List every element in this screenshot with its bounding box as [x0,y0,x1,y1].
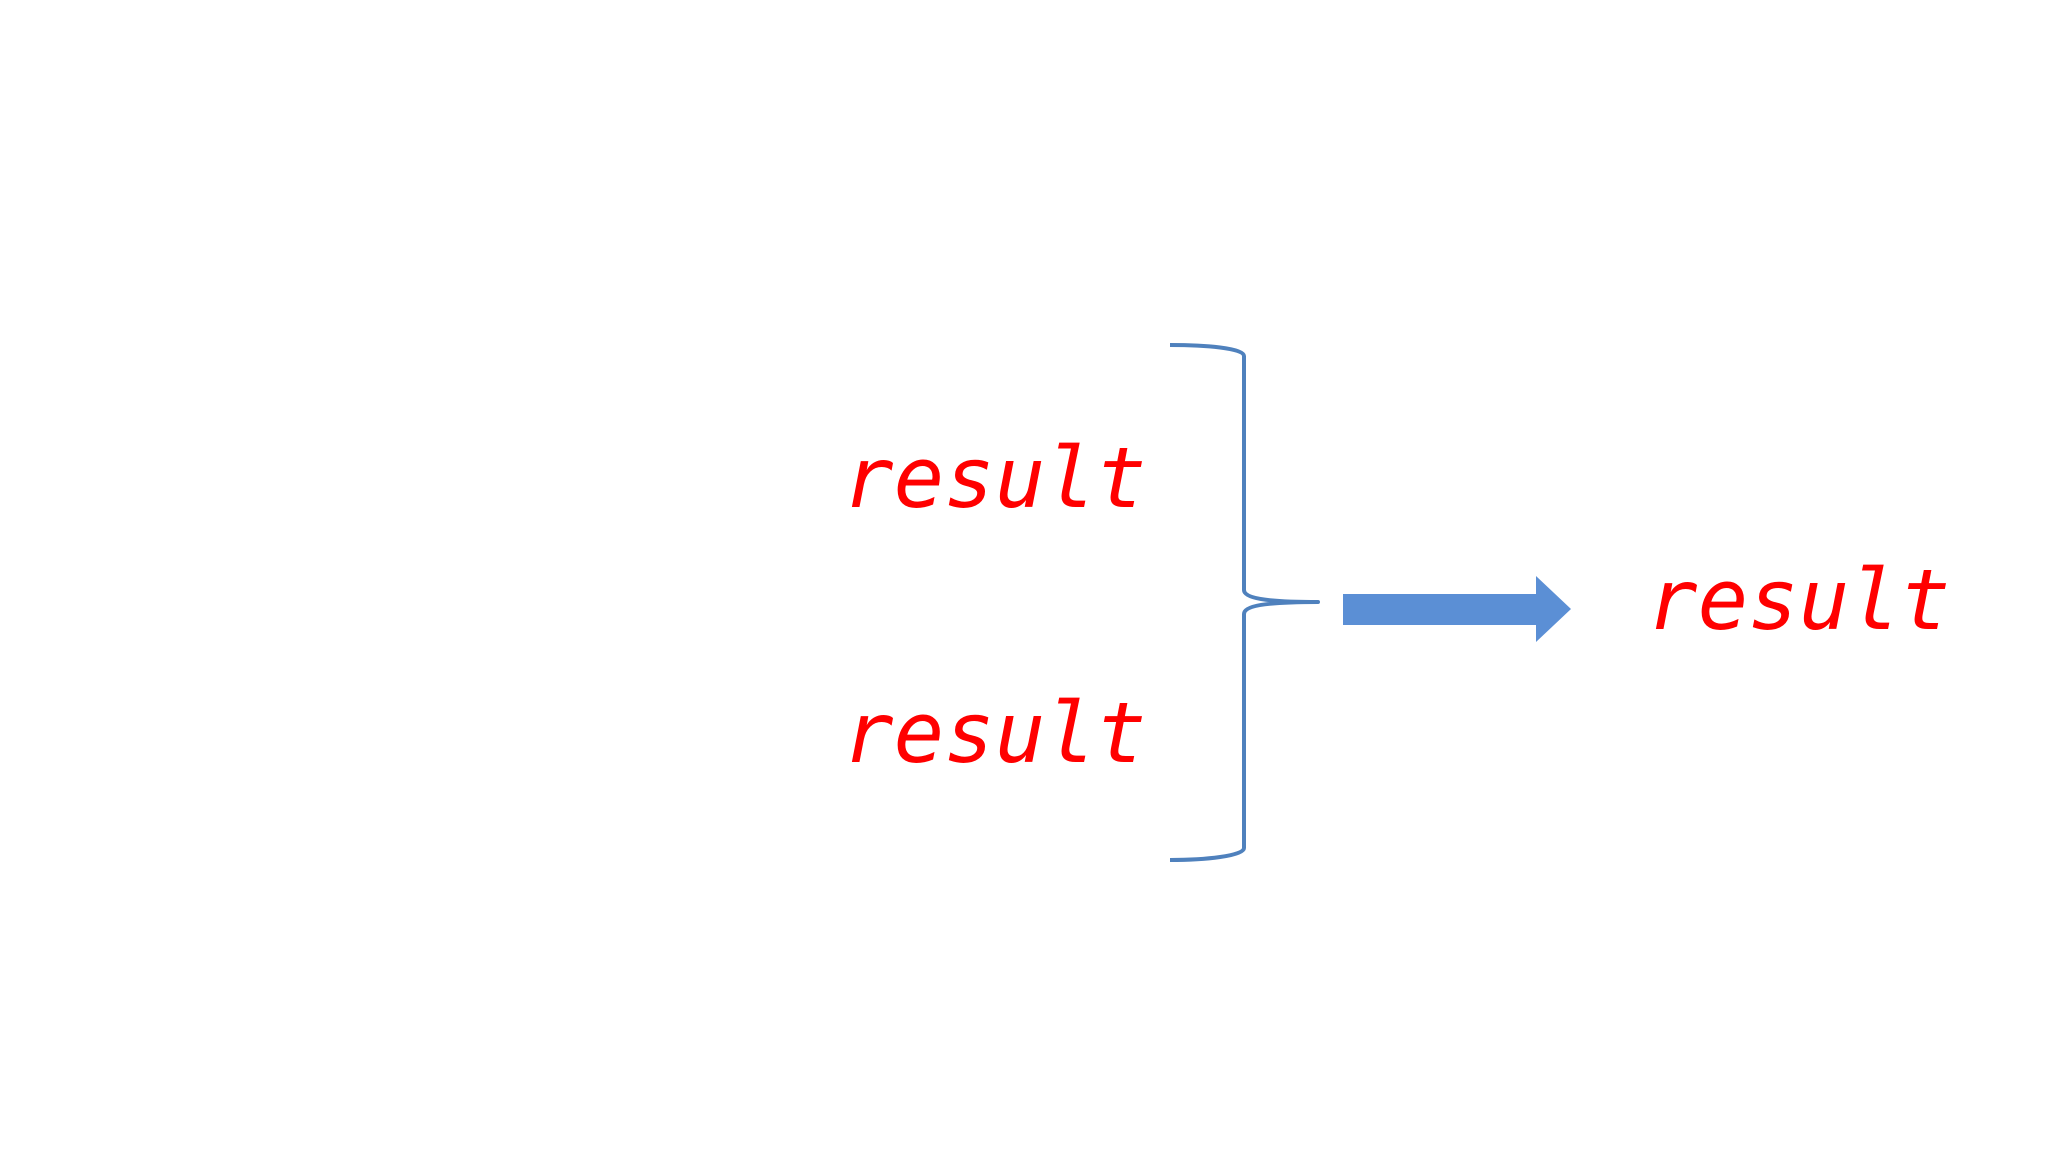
output-result: result [1647,551,1951,649]
right-brace-icon [1169,343,1320,862]
input-result-top: result [843,429,1147,527]
right-arrow-icon [1343,576,1571,642]
input-result-bottom: result [843,684,1147,782]
